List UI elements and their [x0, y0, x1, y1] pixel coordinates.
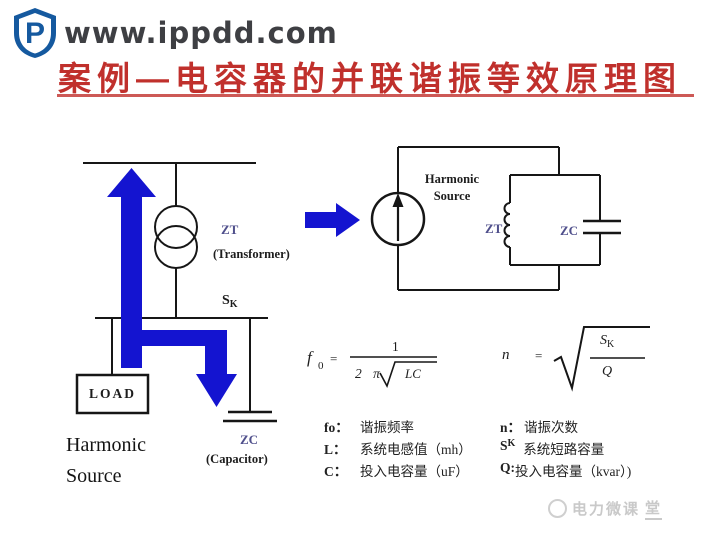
- page-title: 案例—电容器的并联谐振等效原理图: [58, 60, 682, 97]
- zc-label-right: ZC: [560, 223, 579, 238]
- n-denominator: Q: [602, 364, 613, 379]
- zt-label-right: ZT: [485, 221, 503, 236]
- legend-row-c: C： 投入电容量（uF）: [324, 464, 469, 479]
- n-lhs: n: [502, 347, 510, 363]
- source-arrow-icon: [392, 193, 404, 207]
- legend-row-q: Q: 投入电容量（kvar）): [500, 460, 632, 479]
- site-url: www.ippdd.com: [64, 16, 338, 50]
- n-radical-icon: [553, 326, 650, 392]
- f0-sub: 0: [318, 360, 324, 372]
- load-label: LOAD: [88, 386, 136, 401]
- legend-row-f0: fo： 谐振频率: [324, 420, 414, 435]
- watermark-circle-icon: [548, 499, 567, 518]
- transformer-caption: (Transformer): [213, 247, 290, 261]
- f0-denominator: 2 π: [355, 366, 384, 381]
- f0-equals: =: [330, 351, 338, 366]
- n-equals: =: [535, 348, 543, 363]
- harmonic-source-label-left: Harmonic Source: [66, 434, 146, 487]
- zc-label-left: ZC: [240, 432, 259, 447]
- f0-radicand: LC: [405, 366, 421, 381]
- formula-strokes: [350, 326, 650, 392]
- legend-row-n: n： 谐振次数: [500, 420, 578, 435]
- up-arrow-icon: [107, 168, 156, 368]
- capacitor-caption: (Capacitor): [206, 452, 268, 466]
- right-circuit: [370, 146, 621, 291]
- flow-arrows: [107, 168, 360, 407]
- elbow-down-arrow-icon: [125, 330, 237, 407]
- inductor-icon: [503, 202, 511, 248]
- n-numerator: SK: [600, 333, 615, 350]
- harmonic-source-label-right: Harmonic Source: [424, 172, 480, 203]
- legend-row-l: L： 系统电感值（mh）: [324, 442, 472, 457]
- sk-label: SK: [222, 293, 238, 310]
- load-box: [75, 373, 150, 415]
- title-underline: [57, 94, 694, 97]
- zt-label-left: ZT: [221, 222, 239, 237]
- logo-letter: P: [25, 17, 45, 50]
- bottom-watermark: 电力微课堂: [548, 497, 663, 520]
- f0-numerator: 1: [392, 339, 399, 354]
- ippdd-shield-logo: P: [14, 8, 56, 58]
- transformer-icon: [154, 205, 198, 249]
- left-circuit: [75, 162, 277, 423]
- right-arrow-icon: [305, 203, 360, 237]
- f0-radical-icon: [379, 361, 437, 389]
- f0-lhs: f: [307, 348, 312, 367]
